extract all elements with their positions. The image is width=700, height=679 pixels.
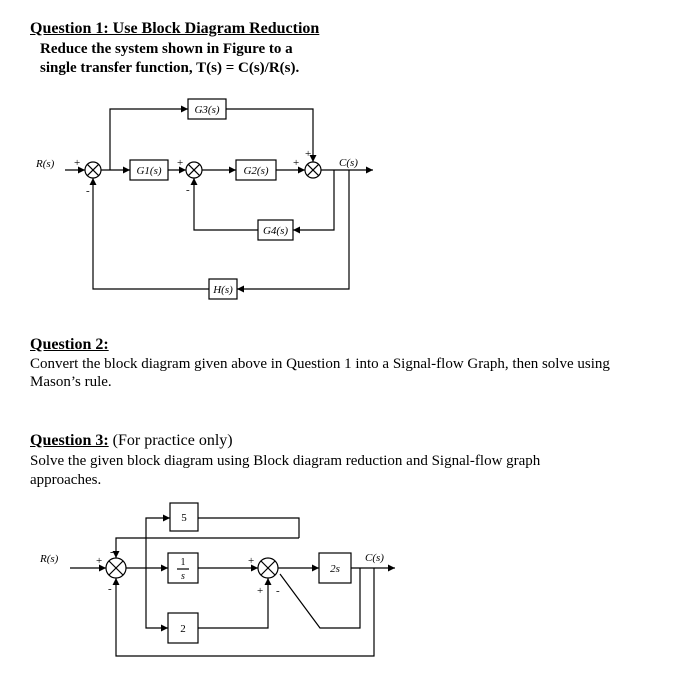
d2-sign-sum1-minus-top: - — [110, 546, 114, 558]
d2-b2-input — [145, 568, 168, 632]
d1-summing-junction-2 — [185, 161, 203, 179]
question1-line2: single transfer function, T(s) = C(s)/R(… — [40, 60, 300, 76]
d2-output-label: C(s) — [365, 552, 384, 564]
d2-summing-junction-1 — [105, 557, 127, 579]
d2-b2-output — [198, 578, 272, 629]
d2-sign-sum2-plus-bottom: + — [257, 585, 263, 597]
d2-b5-output — [198, 517, 300, 538]
d1-sign-sum3-plus-left: + — [293, 157, 299, 169]
d1-summing-junction-1 — [84, 161, 102, 179]
d2-block-inverse-s — [167, 552, 199, 584]
d2-label-5: 5 — [181, 512, 187, 524]
d1-g3-label: G3(s) — [194, 104, 219, 116]
d1-block-g4 — [257, 219, 294, 241]
d2-signs: + - - + + - — [96, 546, 280, 597]
d2-input-label: R(s) — [39, 553, 59, 565]
d2-bottom-feedback — [112, 568, 375, 657]
d2-sign-sum2-plus-left: + — [248, 555, 254, 567]
d1-g4-pickoff — [293, 170, 335, 234]
d1-g3-feedforward-out — [226, 108, 317, 162]
question1-line1: Reduce the system shown in Figure to a — [40, 41, 293, 57]
question2-title: Question 2: — [30, 336, 109, 353]
d1-sign-sum1-minus: - — [86, 185, 90, 197]
d1-sign-sum1-plus: + — [74, 157, 80, 169]
d1-sign-sum2-plus: + — [177, 157, 183, 169]
d2-label-2s: 2s — [330, 563, 340, 575]
d1-g1-label: G1(s) — [136, 165, 161, 177]
d2-summing-junction-2 — [257, 557, 279, 579]
d2-top-feedback — [112, 537, 299, 558]
d1-signs: + - + - + + — [74, 148, 311, 197]
block-diagram-2 — [70, 502, 395, 657]
d1-input-label: R(s) — [35, 158, 55, 170]
question2-line2: Mason’s rule. — [30, 374, 112, 390]
d1-h-to-sum1 — [89, 178, 209, 290]
d2-sign-sum1-minus-bottom: - — [108, 583, 112, 595]
d2-labels: 5 1 s 2 2s R(s) C(s) — [39, 512, 384, 635]
d1-g3-feedforward-in — [109, 105, 188, 170]
d2-label-inv-num: 1 — [181, 557, 186, 568]
d2-label-2: 2 — [180, 623, 186, 635]
d1-g4-to-sum2 — [190, 178, 258, 231]
d2-b5-input — [145, 514, 170, 568]
d1-block-g1 — [129, 159, 169, 181]
question1-title: Question 1: Use Block Diagram Reduction — [30, 20, 320, 37]
d1-h-pickoff — [237, 170, 350, 293]
question3-line1: Solve the given block diagram using Bloc… — [30, 453, 541, 469]
question3-title: Question 3: (For practice only) — [30, 432, 233, 450]
d1-labels: G1(s) G2(s) G3(s) G4(s) H(s) R(s) C(s) — [35, 104, 358, 296]
d2-diagonal-feedback — [279, 568, 361, 629]
question3-line2: approaches. — [30, 472, 102, 488]
d1-sign-sum3-plus-top: + — [305, 148, 311, 160]
d1-block-g2 — [235, 159, 277, 181]
question3-note: (For practice only) — [108, 432, 233, 449]
block-diagram-1 — [65, 98, 373, 300]
question2-line1: Convert the block diagram given above in… — [30, 356, 610, 372]
d1-g2-label: G2(s) — [243, 165, 268, 177]
d1-block-h — [208, 278, 238, 300]
d1-h-label: H(s) — [212, 284, 233, 296]
d2-sign-sum2-minus: - — [276, 585, 280, 597]
d1-g4-label: G4(s) — [263, 225, 288, 237]
d1-sign-sum2-minus: - — [186, 184, 190, 196]
d2-block-2 — [167, 612, 199, 644]
d2-block-5 — [169, 502, 199, 532]
d2-block-2s — [318, 552, 352, 584]
d1-block-g3 — [187, 98, 227, 120]
d2-label-inv-den: s — [181, 571, 185, 582]
question3-title-label: Question 3: — [30, 432, 109, 449]
d1-summing-junction-3 — [304, 161, 322, 179]
d1-output-label: C(s) — [339, 157, 358, 169]
d2-sign-sum1-plus: + — [96, 555, 102, 567]
